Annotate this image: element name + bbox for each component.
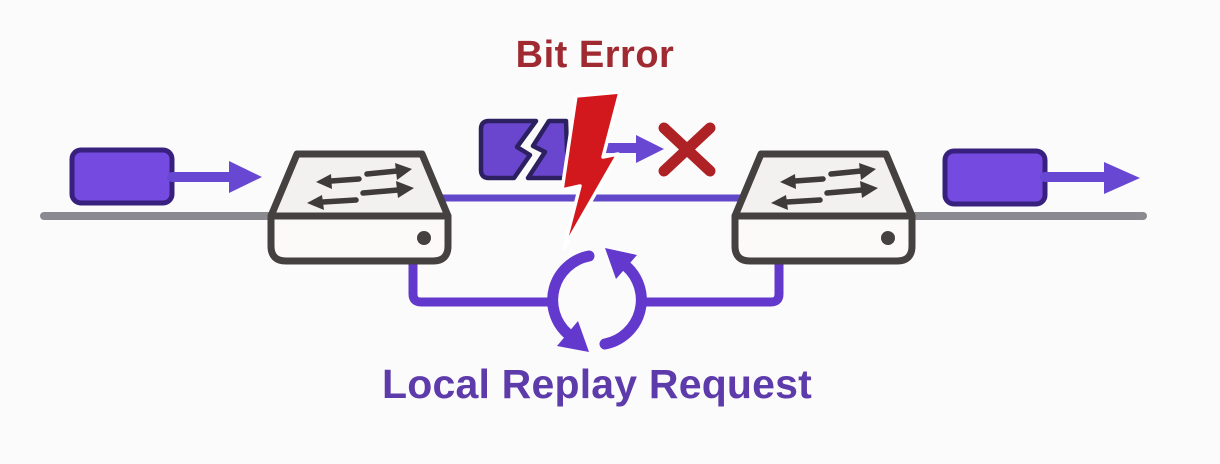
local-replay-request-label: Local Replay Request bbox=[381, 361, 813, 407]
replay-loop-icon bbox=[547, 248, 647, 352]
corrupted-packet-icon bbox=[478, 118, 571, 181]
network-switch-right bbox=[735, 154, 912, 261]
bit-error-label: Bit Error bbox=[515, 34, 675, 76]
packet-arrow-left bbox=[167, 161, 262, 193]
dropped-packet-cross-icon bbox=[658, 122, 716, 177]
network-switch-left bbox=[271, 154, 448, 261]
packet-left bbox=[69, 147, 175, 206]
packet-arrow-right bbox=[1040, 162, 1140, 194]
packet-right bbox=[942, 148, 1048, 207]
replay-path-left bbox=[408, 249, 556, 307]
replay-path-right bbox=[638, 249, 784, 307]
lightning-bolt-icon bbox=[560, 90, 622, 250]
